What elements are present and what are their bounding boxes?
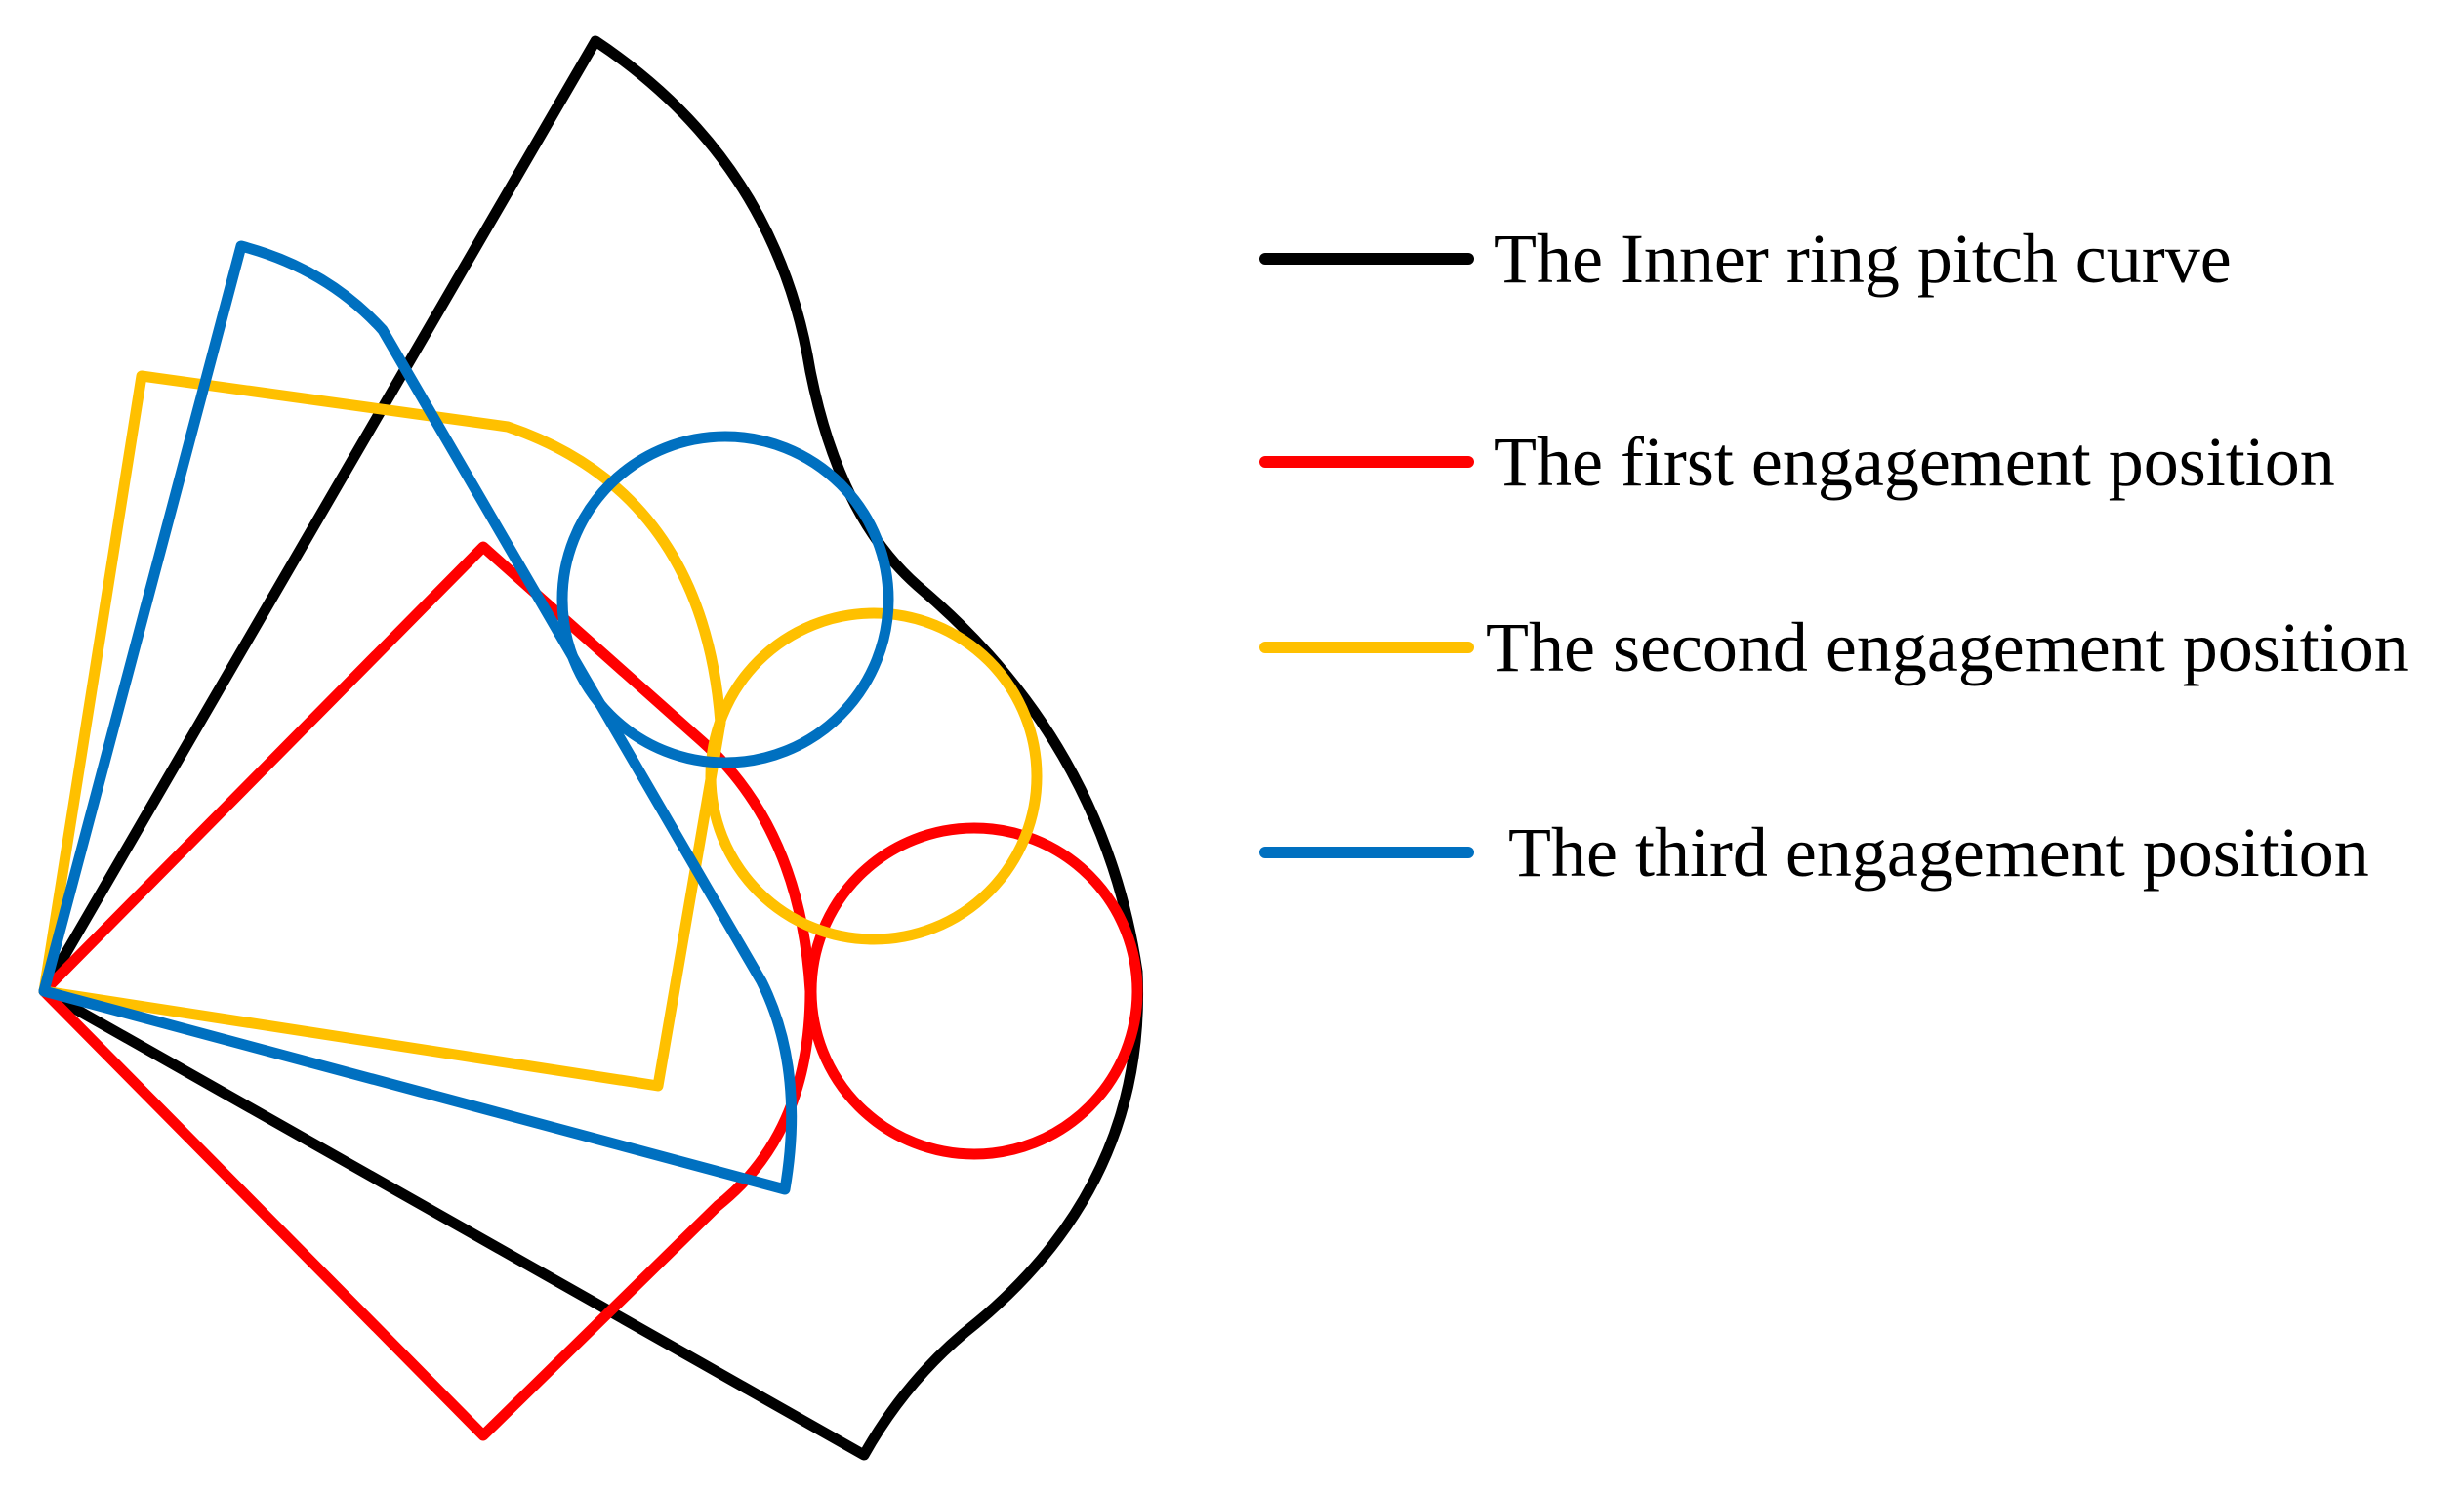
- first-engagement-position-sector: [38, 541, 816, 1441]
- second-engagement-position-roller: [705, 607, 1043, 945]
- legend-swatch-black: [1259, 253, 1474, 265]
- third-engagement-position-roller: [556, 431, 894, 768]
- legend-label: The first engagement position: [1494, 423, 2335, 501]
- first-engagement-position-roller: [805, 822, 1143, 1160]
- legend-item-second: The second engagement position: [1259, 599, 2450, 696]
- legend-label: The third engagement position: [1508, 813, 2369, 892]
- legend-item-third: The third engagement position: [1259, 804, 2450, 901]
- legend-item-inner-ring: The Inner ring pitch curve: [1259, 210, 2450, 308]
- legend-item-first: The first engagement position: [1259, 413, 2450, 511]
- legend-label: The Inner ring pitch curve: [1494, 220, 2232, 298]
- legend-label: The second engagement position: [1486, 608, 2409, 686]
- legend-swatch-red: [1259, 456, 1474, 468]
- second-engagement-position-sector: [38, 370, 726, 1092]
- inner-ring-pitch-curve: [38, 35, 1144, 1461]
- legend-swatch-yellow: [1259, 642, 1474, 653]
- legend-swatch-blue: [1259, 847, 1474, 858]
- third-engagement-position-sector: [38, 240, 798, 1195]
